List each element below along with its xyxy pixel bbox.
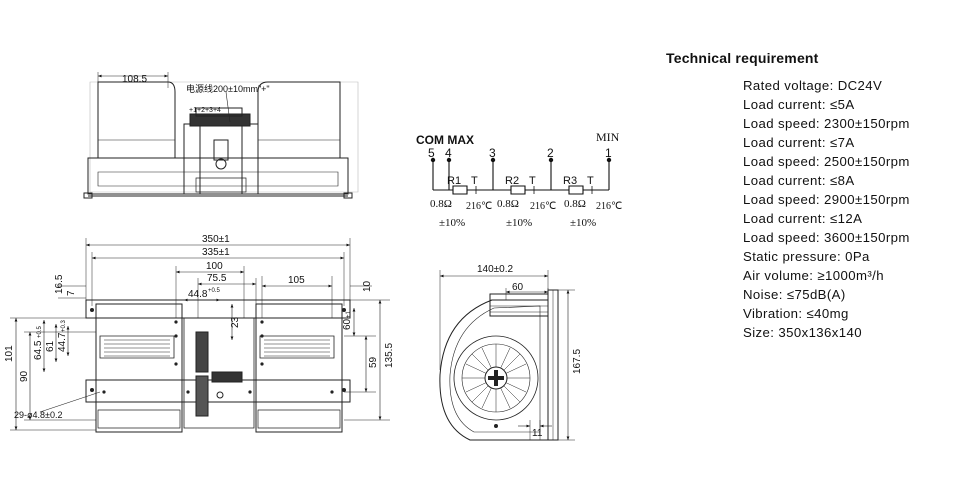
- dim-7: 7: [66, 290, 77, 296]
- spec-item: Noise: ≤75dB(A): [743, 287, 846, 302]
- r3-fuse: T: [587, 175, 594, 187]
- spec-item: Load speed: 2900±150rpm: [743, 192, 910, 207]
- side-dim-60: 60: [512, 282, 524, 293]
- spec-item: Load current: ≤12A: [743, 211, 863, 226]
- r3-label: R3: [563, 175, 577, 187]
- side-height-dim: 167.5: [572, 349, 583, 374]
- dim-75-5: 75.5: [207, 273, 227, 284]
- spec-item: Load current: ≤7A: [743, 135, 855, 150]
- r1-value: 0.8Ω: [430, 198, 452, 210]
- front-view-dims: 350±1 335±1 100 75.5 105 44.8 +0.5 23 16…: [4, 234, 395, 420]
- technical-requirement-panel: Technical requirement Rated voltage: DC2…: [666, 50, 956, 342]
- dim-44-8: 44.8: [188, 289, 208, 300]
- dim-100: 100: [206, 261, 223, 272]
- r3-temp: 216℃: [596, 201, 622, 212]
- dim-64-5-tol: +0.5: [37, 325, 43, 338]
- spec-item: Static pressure: 0Pa: [743, 249, 870, 264]
- spec-item: Air volume: ≥1000m³/h: [743, 268, 884, 283]
- dim-135-5: 135.5: [384, 343, 395, 368]
- top-view: [84, 72, 358, 198]
- spec-list: Rated voltage: DC24V Load current: ≤5A L…: [666, 76, 956, 342]
- terminal-marks: +1+2+3+4: [189, 107, 221, 114]
- circuit-min-label: MIN: [596, 130, 620, 144]
- r1-tolerance: ±10%: [439, 217, 465, 229]
- spec-item: Load speed: 2500±150rpm: [743, 154, 910, 169]
- r1-temp: 216℃: [466, 201, 492, 212]
- r3-value: 0.8Ω: [564, 198, 586, 210]
- node-5: 5: [428, 146, 435, 160]
- front-view: [10, 238, 390, 432]
- spec-item: Load current: ≤5A: [743, 97, 855, 112]
- dim-10: 10: [362, 280, 373, 292]
- r2-fuse: T: [529, 175, 536, 187]
- circuit-header: COM MAX: [416, 133, 474, 147]
- dim-105: 105: [288, 275, 305, 286]
- dim-61: 61: [45, 340, 56, 352]
- dim-64-5: 64.5: [33, 340, 44, 360]
- dim-59: 59: [368, 356, 379, 368]
- dim-overall-length: 350±1: [202, 234, 230, 245]
- r1-label: R1: [447, 175, 461, 187]
- node-3: 3: [489, 146, 496, 160]
- spec-item: Load current: ≤8A: [743, 173, 855, 188]
- r2-value: 0.8Ω: [497, 198, 519, 210]
- dim-mount-spacing: 335±1: [202, 247, 230, 258]
- spec-item: Size: 350x136x140: [743, 325, 862, 340]
- circuit-labels: COM MAX MIN 5 4 3 2 1 R1 T 0.8Ω 216℃ ±10…: [416, 130, 622, 229]
- dim-44-8-tol: +0.5: [208, 288, 221, 294]
- dim-16-5: 16.5: [54, 274, 65, 294]
- spec-title: Technical requirement: [666, 50, 819, 66]
- dim-60-tol: +1: [346, 310, 352, 318]
- r2-label: R2: [505, 175, 519, 187]
- dim-90: 90: [19, 370, 30, 382]
- dim-60: 60: [342, 318, 353, 330]
- spec-item: Rated voltage: DC24V: [743, 78, 883, 93]
- dim-44-7: 44.7: [57, 332, 68, 352]
- spec-item: Load speed: 2300±150rpm: [743, 116, 910, 131]
- dim-44-7-tol: +0.3: [61, 319, 67, 332]
- dim-23: 23: [230, 316, 241, 328]
- side-view-dims: 140±0.2 60 167.5 11: [477, 264, 583, 439]
- dim-101: 101: [4, 345, 15, 362]
- holes-note: 29-ø4.8±0.2: [14, 410, 62, 420]
- side-width-dim: 140±0.2: [477, 264, 514, 275]
- top-width-dim: 108.5: [122, 74, 147, 85]
- r2-tolerance: ±10%: [506, 217, 532, 229]
- wiring-circuit: [430, 157, 612, 194]
- r2-temp: 216℃: [530, 201, 556, 212]
- side-dim-11: 11: [532, 428, 543, 439]
- side-view: [440, 270, 575, 440]
- node-2: 2: [547, 146, 554, 160]
- cable-length-note: 电源线200±10mm"+": [186, 83, 270, 94]
- spec-item: Load speed: 3600±150rpm: [743, 230, 910, 245]
- node-4: 4: [445, 146, 452, 160]
- r3-tolerance: ±10%: [570, 217, 596, 229]
- spec-item: Vibration: ≤40mg: [743, 306, 849, 321]
- node-1: 1: [605, 146, 612, 160]
- r1-fuse: T: [471, 175, 478, 187]
